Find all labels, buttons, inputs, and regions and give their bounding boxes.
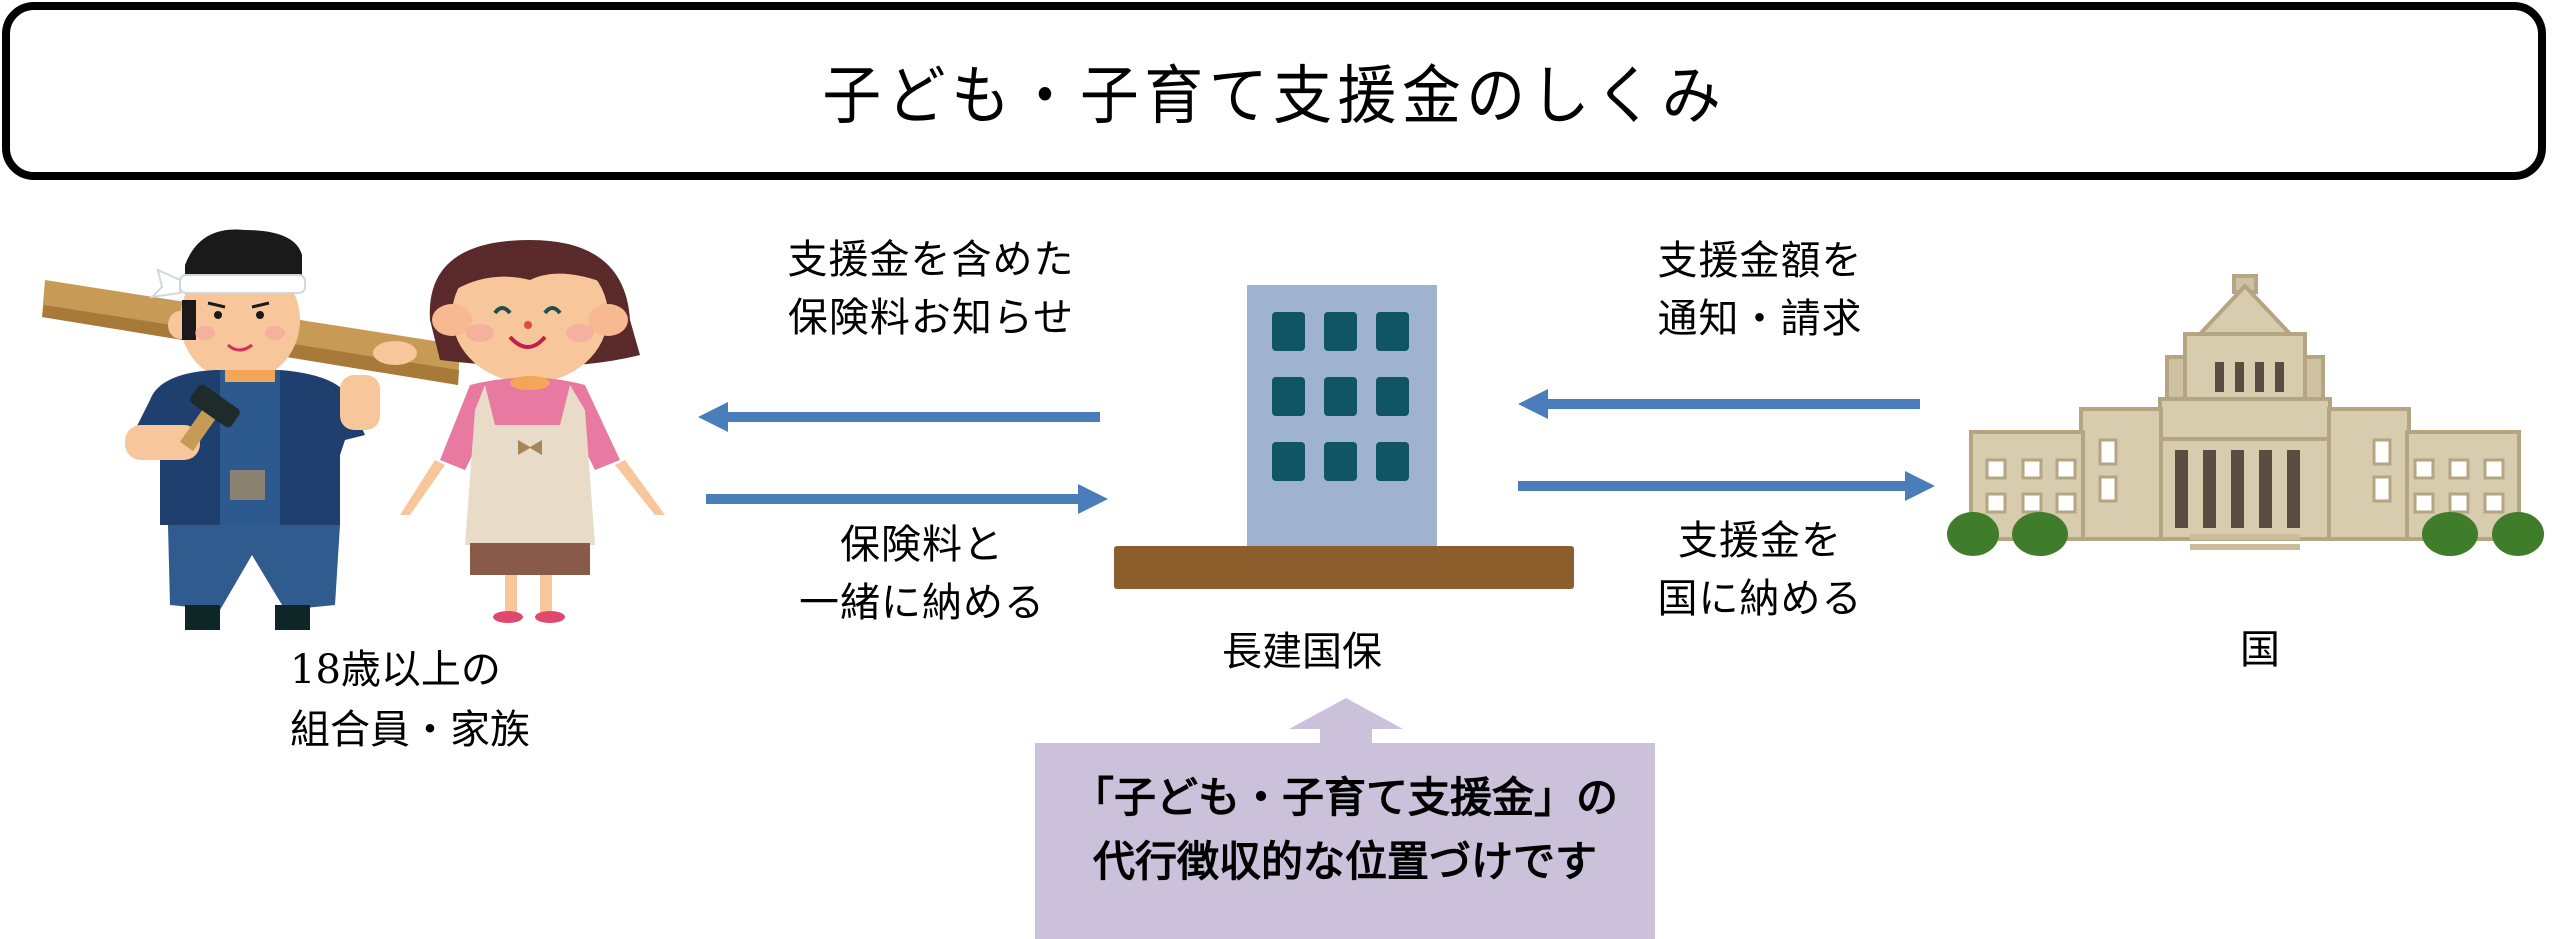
flow-label-line1: 支援金を含めた [787,237,1075,283]
insurer-label: 長建国保 [1222,629,1382,675]
arrow-left-icon [1518,389,1920,419]
flow-label-line1: 支援金を [1678,518,1842,564]
flow-label-line1: 支援金額を [1657,238,1863,284]
flow-label-line2: 保険料お知らせ [787,295,1075,341]
carpenter-icon [42,229,460,630]
callout-text: 「子ども・子育て支援金」の 代行徴収的な位置づけです [1072,766,1618,916]
state-label: 国 [2240,627,2280,673]
arrow-right-icon [1518,471,1935,501]
flow-label-state-to-insurer: 支援金額を 通知・請求 [1620,232,1900,348]
flow-label-insurer-to-state: 支援金を 国に納める [1620,512,1900,628]
callout-line2: 代行徴収的な位置づけです [1092,837,1597,886]
office-building-icon [1114,285,1574,589]
page-title: 子ども・子育て支援金のしくみ [822,60,1726,134]
arrow-up-icon [1289,698,1403,744]
flow-label-members-to-insurer: 保険料と 一緒に納める [752,516,1092,632]
flow-label-line1: 保険料と [840,522,1004,568]
flow-label-insurer-to-members: 支援金を含めた 保険料お知らせ [752,231,1110,347]
national-diet-building-icon [1947,274,2544,556]
title-box: 子ども・子育て支援金のしくみ [2,2,2546,180]
members-label: 18歳以上の 組合員・家族 [290,640,530,760]
woman-icon [400,240,665,623]
callout-line1: 「子ども・子育て支援金」の [1071,773,1618,822]
flow-label-line2: 通知・請求 [1657,296,1863,342]
callout-box: 「子ども・子育て支援金」の 代行徴収的な位置づけです [1035,743,1655,939]
flow-label-line2: 一緒に納める [799,580,1045,626]
flow-label-line2: 国に納める [1657,576,1863,622]
arrow-right-icon [706,484,1108,514]
arrow-left-icon [698,402,1100,432]
members-illustration-icon [42,229,665,630]
members-label-line1: 18歳以上の [290,647,501,693]
members-label-line2: 組合員・家族 [290,707,530,753]
